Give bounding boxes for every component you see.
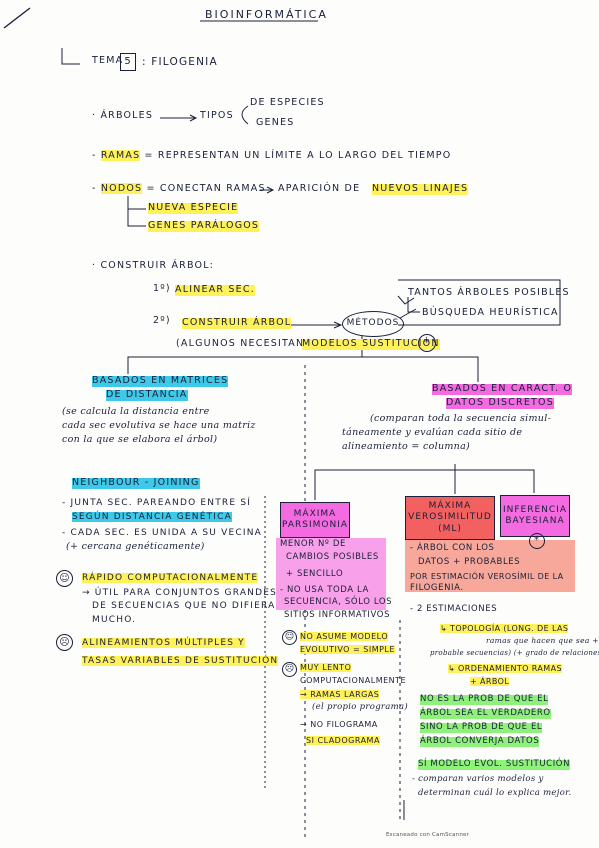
distance-desc-3: con la que se elabora el árbol) — [62, 434, 218, 445]
parsimonia-con-2: COMPUTACIONALMENTE — [300, 676, 407, 685]
arboles-term: · ÁRBOLES — [92, 110, 154, 121]
nodos-arrow-text: APARICIÓN DE — [278, 183, 361, 194]
bayesiana-star: * — [529, 533, 545, 549]
ml-item-9: ↳ ORDENAMIENTO RAMAS — [448, 664, 562, 674]
parsimonia-sad-icon: ☹ — [282, 662, 297, 677]
ml-item-5: - 2 ESTIMACIONES — [410, 604, 498, 614]
tema-name: : FILOGENIA — [142, 56, 218, 68]
nj-pro-3: DE SECUENCIAS QUE NO DIFIERAN — [92, 601, 284, 611]
parsimonia-pro-2: EVOLUTIVO = SIMPLE — [300, 645, 395, 655]
parsimonia-happy-icon: ☺ — [282, 630, 297, 645]
nodos-target: NUEVOS LINAJES — [372, 183, 469, 195]
distance-header-line2: DE DISTANCIA — [106, 389, 188, 401]
parsimonia-con-6: SI CLADOGRAMA — [306, 736, 380, 746]
nj-pro-2: → ÚTIL PARA CONJUNTOS GRANDES — [82, 588, 278, 598]
sad-face-icon: ☹ — [56, 634, 73, 651]
parsimonia-highlight — [276, 538, 386, 610]
page-title: BIOINFORMÁTICA — [205, 8, 328, 21]
discrete-desc-1: (comparan toda la secuencia simul- — [370, 413, 552, 424]
arboles-type-species: DE ESPECIES — [250, 97, 325, 108]
ml-item-8: probable secuencias) (+ grado de relacio… — [430, 649, 599, 657]
distance-desc-2: cada sec evolutiva se hace una matriz — [62, 420, 256, 431]
bayes-item-2: ÁRBOL SEA EL VERDADERO — [420, 708, 551, 719]
neighbour-joining-label: NEIGHBOUR - JOINING — [72, 477, 200, 489]
arboles-type-genes: GENES — [256, 117, 295, 128]
scanner-footer: Escaneado con CamScanner — [386, 832, 470, 838]
ml-item-4: FILOGENIA. — [410, 583, 464, 593]
ml-item-1: - ÁRBOL CON LOS — [410, 543, 495, 553]
discrete-header-line1: BASADOS EN CARACT. O — [432, 383, 573, 395]
ml-item-2: DATOS + PROBABLES — [418, 557, 521, 567]
nodos-sub-especie: NUEVA ESPECIE — [148, 202, 239, 214]
step1-number: 1º) — [153, 283, 171, 294]
metodos-note-prefix: (ALGUNOS NECESITAN — [176, 338, 305, 349]
step1-text: ALINEAR SEC. — [175, 284, 255, 296]
nodos-definition: = CONECTAN RAMAS — [146, 183, 266, 194]
nj-bullet-4: (+ cercana genéticamente) — [66, 541, 205, 552]
parsimonia-con-4: (el propio programa) — [312, 702, 409, 712]
verosimilitud-header: MÁXIMA VEROSIMILITUD (ML) — [405, 496, 495, 540]
step2-number: 2º) — [153, 315, 171, 326]
bayesiana-header: INFERENCIA BAYESIANA — [500, 495, 570, 537]
bayes-item-1: NO ES LA PROB DE QUE EL — [420, 694, 549, 705]
parsimonia-item-2: CAMBIOS POSIBLES — [286, 552, 379, 562]
construir-heading: · CONSTRUIR ÁRBOL: — [92, 260, 215, 271]
ramas-definition: = REPRESENTAN UN LÍMITE A LO LARGO DEL T… — [144, 150, 452, 161]
metodos-bubble: MÉTODOS — [342, 311, 404, 337]
parsimonia-con-5: → NO FILOGRAMA — [300, 720, 378, 729]
parsimonia-item-5: SECUENCIA, SÓLO LOS — [284, 597, 393, 607]
tema-label: TEMA — [92, 55, 124, 66]
nj-con-2: TASAS VARIABLES DE SUSTITUCIÓN — [82, 656, 279, 667]
nodos-term: NODOS — [100, 183, 143, 194]
step2-text: CONSTRUIR ÁRBOL — [182, 317, 292, 329]
ramas-term: RAMAS — [100, 150, 141, 161]
arboles-tipos: TIPOS — [200, 110, 234, 121]
nj-bullet-3: - CADA SEC. ES UNIDA A SU VECINA — [62, 528, 263, 538]
parsimonia-item-1: MENOR Nº DE — [280, 539, 346, 549]
parsimonia-con-1: MUY LENTO — [300, 663, 352, 673]
nodos-sub-genes: GENES PARÁLOGOS — [148, 220, 260, 232]
nj-pro-4: MUCHO. — [92, 615, 137, 625]
parsimonia-item-3: + SENCILLO — [286, 569, 344, 579]
verosimilitud-highlight — [405, 540, 575, 592]
nj-pro-1: RÁPIDO COMPUTACIONALMENTE — [82, 573, 259, 584]
star-badge: * — [418, 334, 436, 352]
nj-con-1: ALINEAMIENTOS MÚLTIPLES Y — [82, 638, 245, 649]
parsimonia-header: MÁXIMA PARSIMONIA — [280, 502, 350, 538]
parsimonia-item-4: - NO USA TODA LA — [280, 585, 369, 595]
ml-item-3: POR ESTIMACIÓN VEROSÍMIL DE LA — [410, 572, 564, 581]
ml-item-6: ↳ TOPOLOGÍA (long. de las — [440, 624, 569, 634]
bayes-item-4: ÁRBOL CONVERJA DATOS — [420, 736, 540, 747]
parsimonia-pro-1: NO ASUME MODELO — [300, 632, 389, 642]
parsimonia-con-3: → RAMAS LARGAS — [300, 690, 380, 700]
heuristic-box-line1: TANTOS ÁRBOLES POSIBLES — [408, 287, 570, 298]
parsimonia-item-6: SITIOS INFORMATIVOS — [284, 610, 391, 620]
ml-item-7: ramas que hacen que sea + — [486, 636, 599, 645]
happy-face-icon: ☺ — [56, 570, 73, 587]
metodos-note-highlight: MODELOS SUSTITUCIÓN — [302, 338, 440, 350]
discrete-desc-2: táneamente y evalúan cada sitio de — [342, 427, 523, 438]
bayes-item-5: SÍ MODELO EVOL. SUSTITUCIÓN — [418, 759, 571, 770]
ml-item-10: + ÁRBOL — [470, 677, 510, 687]
distance-header-line1: BASADOS EN MATRICES — [92, 375, 229, 387]
heuristic-box-line2: BÚSQUEDA HEURÍSTICA — [422, 307, 559, 318]
bayes-item-6: - comparan varios modelos y — [412, 774, 544, 784]
nj-bullet-2: SEGÚN DISTANCIA GENÉTICA — [72, 512, 232, 523]
discrete-desc-3: alineamiento = columna) — [342, 441, 471, 452]
bayes-item-7: determinan cuál lo explica mejor. — [418, 788, 572, 798]
discrete-header-line2: DATOS DISCRETOS — [446, 397, 554, 409]
distance-desc-1: (se calcula la distancia entre — [62, 406, 210, 417]
bayes-item-3: SINO LA PROB DE QUE EL — [420, 722, 543, 733]
tema-number: 5 — [120, 53, 136, 71]
nj-bullet-1: - JUNTA SEC. PAREANDO ENTRE SÍ — [62, 498, 252, 508]
